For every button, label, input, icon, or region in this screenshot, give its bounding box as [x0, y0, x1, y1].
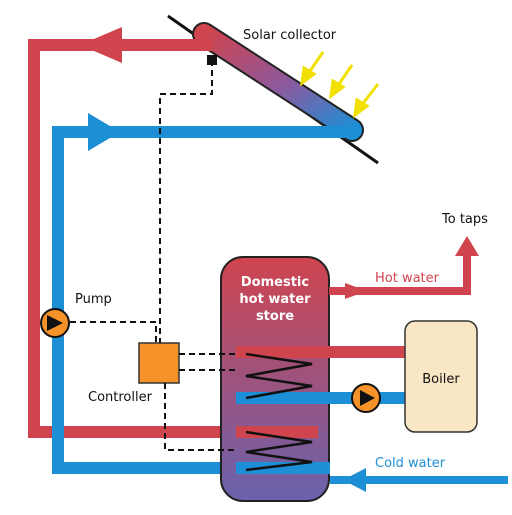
cold-water-inlet-arrow: [343, 468, 366, 492]
solar-collector-label: Solar collector: [243, 28, 337, 43]
hot-water-label: Hot water: [375, 271, 440, 286]
controller-box: [138, 342, 180, 384]
hot-flow-pipe: [28, 39, 318, 438]
store-label-line3: store: [256, 309, 294, 324]
hot-water-outlet-arrow: [345, 283, 367, 299]
cold-return-arrow: [88, 113, 120, 151]
cold-return-pipe: [52, 126, 345, 474]
boiler-box: [404, 320, 478, 433]
solar-pump: [40, 308, 70, 338]
lower-coil: [245, 430, 313, 472]
controller-label: Controller: [88, 390, 153, 405]
hot-water-outlet-pipe: [329, 254, 471, 295]
hot-flow-arrow: [80, 27, 122, 63]
boiler-pump: [351, 383, 381, 413]
store-label-line2: hot water: [239, 292, 311, 307]
control-wires: [70, 60, 236, 451]
boiler-label: Boiler: [422, 372, 460, 387]
to-taps-label: To taps: [441, 212, 488, 227]
pump-label: Pump: [75, 292, 112, 307]
sun-rays: [300, 51, 380, 119]
upper-coil: [245, 352, 313, 400]
to-taps-arrow: [455, 236, 479, 256]
collector-sensor: [207, 55, 217, 65]
cold-water-label: Cold water: [375, 456, 446, 471]
store-label-line1: Domestic: [241, 275, 309, 290]
